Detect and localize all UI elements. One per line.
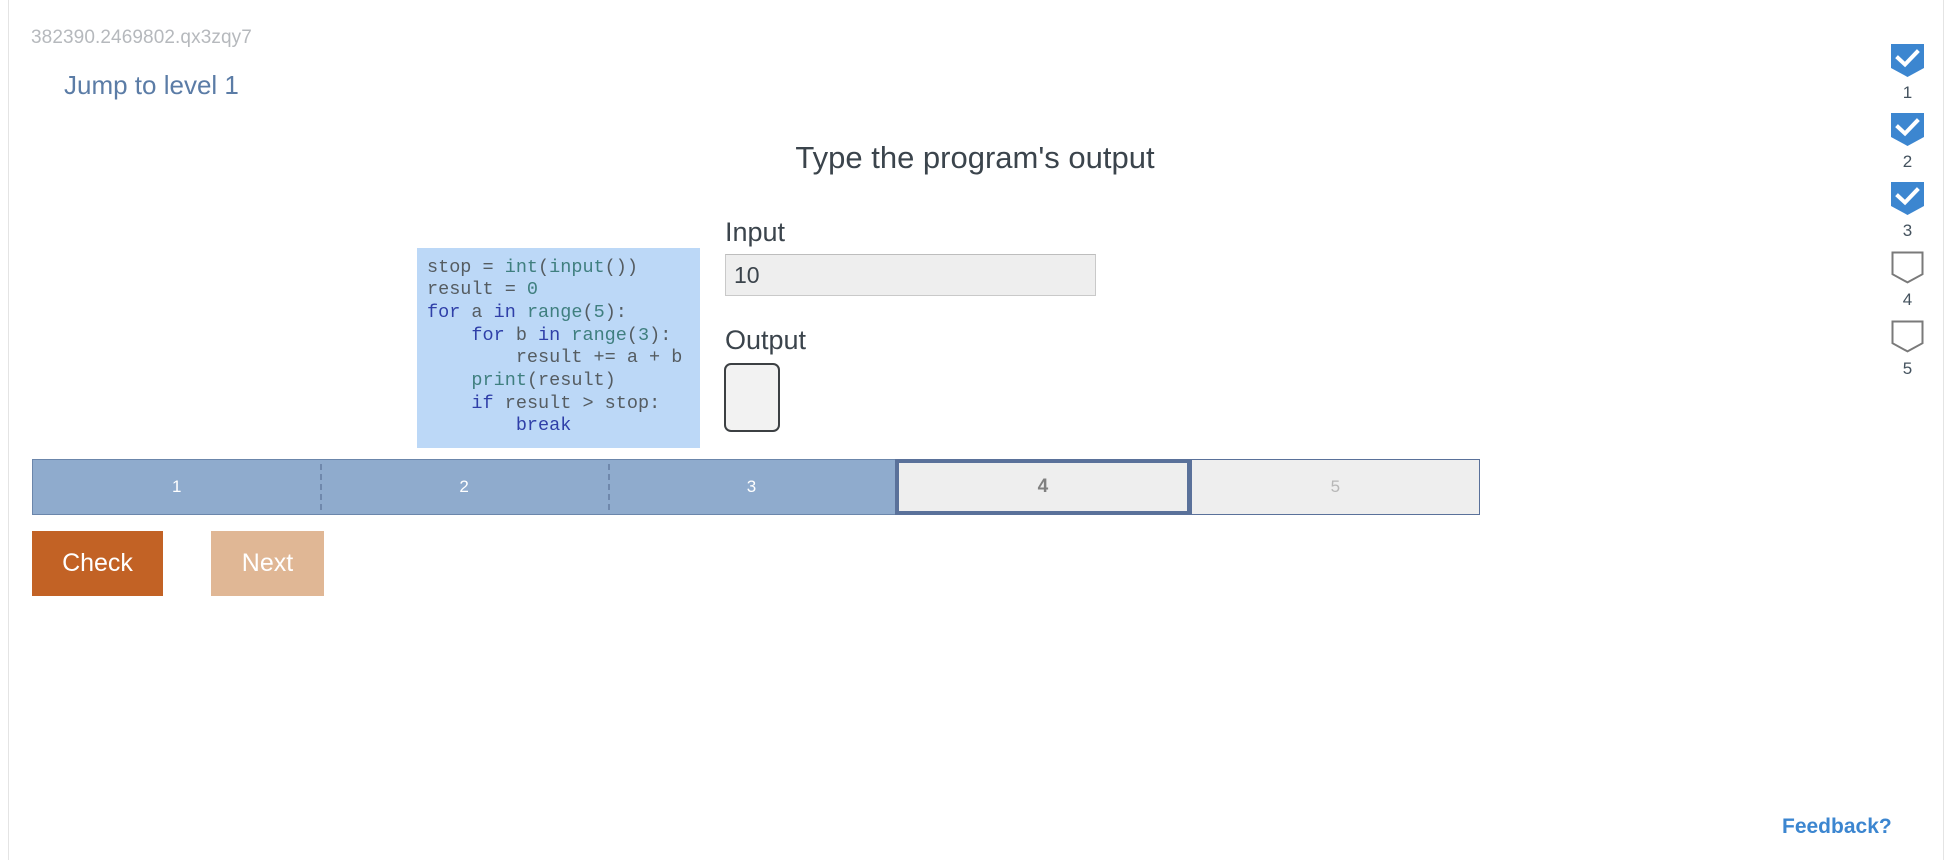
level-badge-item-3[interactable]: 3 <box>1891 182 1950 241</box>
checked-shield-icon <box>1891 182 1924 215</box>
progress-segment-label: 3 <box>746 477 757 496</box>
code-snippet: stop = int(input()) result = 0 for a in … <box>417 247 700 448</box>
progress-segment-label: 2 <box>459 477 469 496</box>
jump-to-level-link[interactable]: Jump to level 1 <box>64 70 239 100</box>
next-button[interactable]: Next <box>211 531 324 596</box>
level-badge-label: 4 <box>1902 290 1913 309</box>
checked-shield-icon <box>1891 113 1924 146</box>
progress-segment-3[interactable]: 3 <box>607 459 896 515</box>
session-id: 382390.2469802.qx3zqy7 <box>31 27 252 48</box>
input-label: Input <box>725 217 786 247</box>
empty-shield-icon <box>1891 251 1924 284</box>
code-line: stop = int(input()) result = 0 for a in … <box>427 256 683 437</box>
check-button[interactable]: Check <box>32 531 163 596</box>
level-badge-label: 3 <box>1902 221 1913 240</box>
page-border-left <box>8 0 9 860</box>
level-badge-label: 2 <box>1902 152 1913 171</box>
progress-segment-4[interactable]: 4 <box>895 459 1191 515</box>
progress-segment-5[interactable]: 5 <box>1190 459 1481 515</box>
empty-shield-icon <box>1891 320 1924 353</box>
feedback-link[interactable]: Feedback? <box>1782 815 1892 838</box>
level-badge-label: 1 <box>1902 83 1913 102</box>
input-field[interactable] <box>725 254 1096 296</box>
progress-segment-label: 1 <box>171 477 182 496</box>
output-label: Output <box>725 325 807 355</box>
output-textarea[interactable] <box>724 363 780 432</box>
progress-segment-2[interactable]: 2 <box>320 459 608 515</box>
level-badge-item-5[interactable]: 5 <box>1891 320 1950 379</box>
level-badge-item-2[interactable]: 2 <box>1891 113 1950 172</box>
page-title: Type the program's output <box>795 140 1155 175</box>
level-progress-bar: 1 2 3 4 5 <box>32 459 1481 515</box>
progress-segment-label: 5 <box>1330 477 1341 496</box>
page-border-right <box>1943 0 1944 860</box>
level-badge-item-1[interactable]: 1 <box>1891 44 1950 103</box>
level-badge-item-4[interactable]: 4 <box>1891 251 1950 310</box>
level-badge-rail: 1 2 3 4 5 <box>1891 44 1950 389</box>
progress-segment-label: 4 <box>1037 476 1049 497</box>
progress-segment-1[interactable]: 1 <box>32 459 321 515</box>
checked-shield-icon <box>1891 44 1924 77</box>
level-badge-label: 5 <box>1902 359 1913 378</box>
